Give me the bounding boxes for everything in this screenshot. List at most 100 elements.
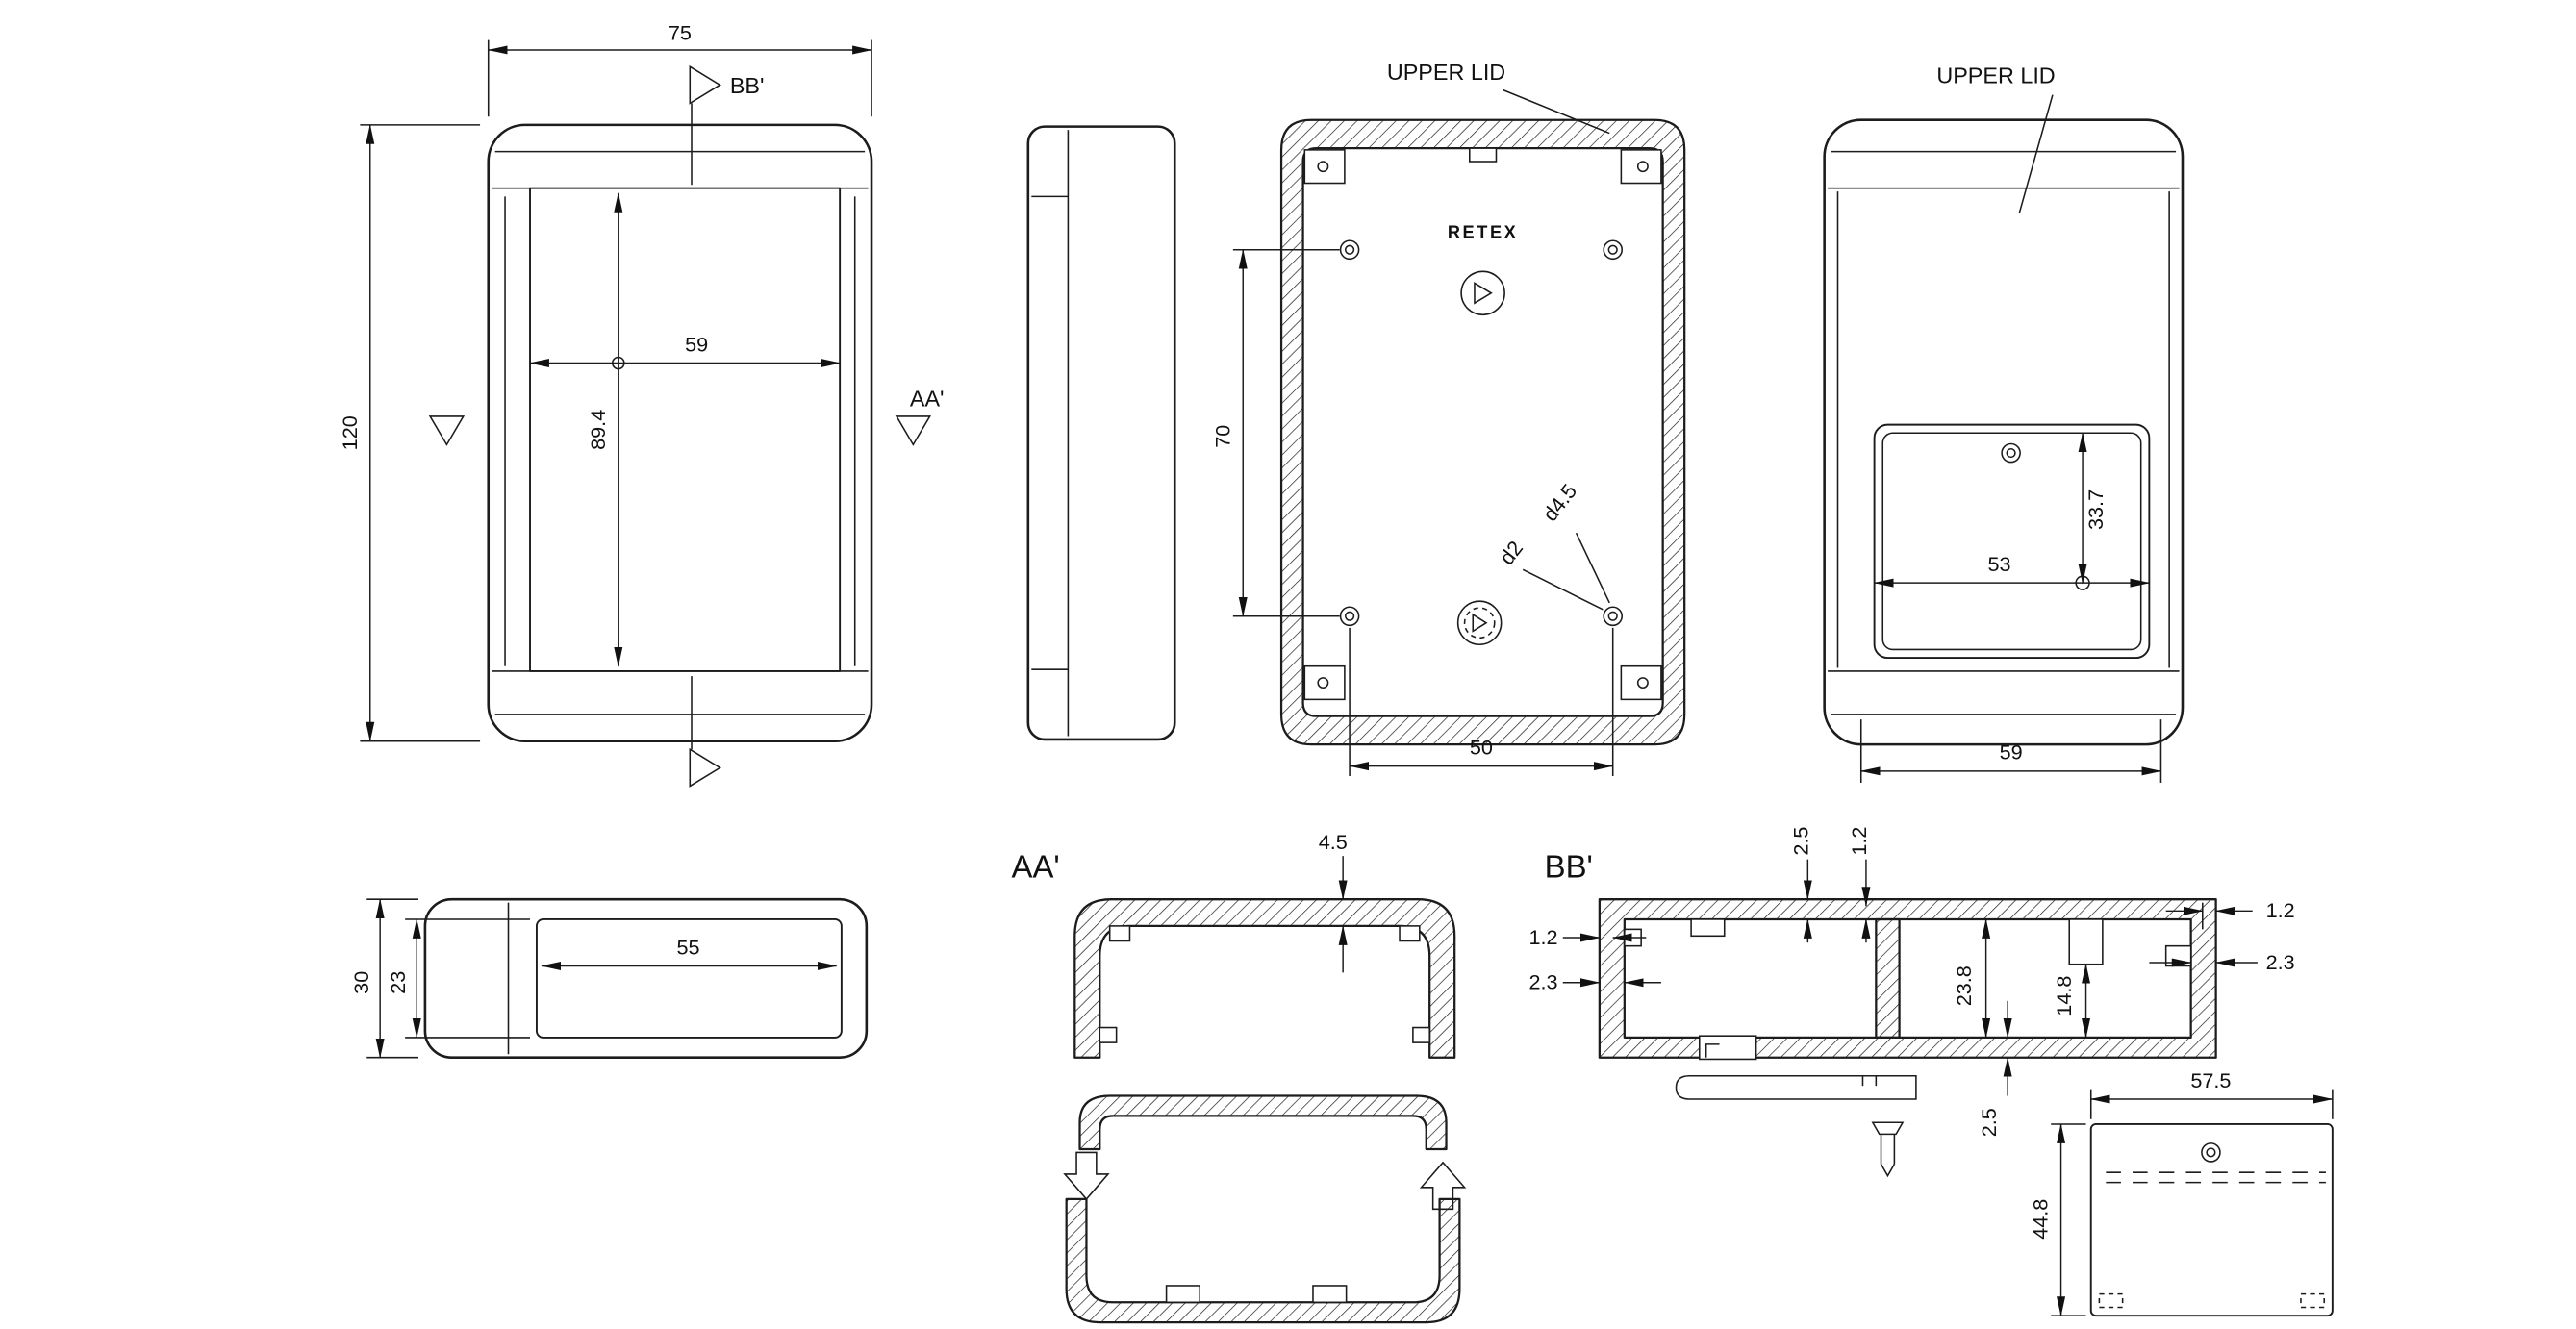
corner-post — [1303, 664, 1346, 701]
dim-front-panel-width-label: 59 — [685, 332, 708, 356]
battery-latch-screw — [2001, 442, 2021, 464]
dim-boss-spacing-vertical: 70 — [1210, 248, 1340, 617]
upper-lid-callout: UPPER LID — [1387, 60, 1505, 85]
battery-lid-outline — [2089, 1123, 2334, 1317]
lower-shell-section — [1065, 1197, 1461, 1324]
dim-30-label: 30 — [349, 971, 373, 994]
dim-top-inner-width: 55 — [541, 935, 838, 970]
section-bb-view: BB' 2.5 1.2 1.2 2.3 — [1528, 827, 2334, 1317]
corner-post — [1303, 149, 1346, 185]
dim-337-label: 33.7 — [2084, 489, 2108, 530]
section-aa-title: AA' — [1012, 849, 1060, 885]
side-view — [1026, 125, 1176, 741]
lid-clip — [2300, 1292, 2325, 1309]
dim-448-label: 44.8 — [2029, 1199, 2053, 1240]
dim-battery-hole-offset: 33.7 — [2078, 432, 2108, 585]
front-panel — [529, 187, 842, 672]
dim-battery-lid-width: 59 — [1859, 719, 2162, 783]
dim-top-depth: 30 — [349, 898, 418, 1059]
dim-12-top-label: 1.2 — [1847, 827, 1871, 856]
dim-575-label: 57.5 — [2190, 1068, 2231, 1092]
dim-23-left-label: 2.3 — [1528, 970, 1557, 994]
section-marker-bb: BB' — [689, 64, 765, 788]
section-aa-triangle-right — [895, 415, 932, 446]
dim-left-wall: 2.3 — [1528, 970, 1661, 994]
lid-screw-hole — [2201, 1142, 2221, 1163]
screw — [1871, 1121, 1905, 1178]
battery-compartment — [1873, 423, 2151, 660]
front-outline — [487, 123, 873, 742]
dim-front-height-label: 120 — [338, 415, 362, 450]
dim-148-label: 14.8 — [2052, 976, 2076, 1016]
dim-55-label: 55 — [677, 935, 700, 959]
section-aa-label: AA' — [910, 387, 945, 412]
dim-front-width: 75 — [487, 21, 872, 117]
lid-clip — [2098, 1292, 2124, 1309]
upper-lid-callout-rear: UPPER LID — [1936, 63, 2055, 88]
dim-23-label: 23 — [386, 971, 410, 994]
section-bb-title: BB' — [1545, 849, 1593, 885]
open-inside-view: UPPER LID RETEX — [1210, 60, 1686, 777]
dim-cavity-height: 23.8 — [1952, 918, 1991, 1039]
upper-lid-leader-rear — [2018, 94, 2054, 213]
dim-70-label: 70 — [1210, 425, 1234, 448]
dim-boss-spacing-horizontal: 50 — [1349, 627, 1614, 777]
dim-25-top-label: 2.5 — [1788, 827, 1812, 856]
section-bb-label: BB' — [730, 73, 765, 98]
dim-left-lip: 1.2 — [1528, 925, 1647, 949]
side-outline — [1026, 125, 1176, 741]
bb-section-frame — [1598, 898, 2217, 1059]
wall-section-band — [1279, 118, 1686, 746]
battery-lid-detail: 57.5 44.8 — [2029, 1068, 2334, 1317]
dim-front-height: 120 — [338, 124, 481, 742]
knockout-bottom — [1456, 600, 1503, 645]
dim-front-panel-width: 59 — [529, 332, 842, 370]
dim-bottom-wall: 2.5 — [1977, 1000, 2012, 1137]
rear-view: UPPER LID 53 33.7 59 — [1823, 63, 2185, 783]
dim-battery-width: 53 — [1873, 552, 2151, 590]
dim-lid-wall: 2.5 — [1788, 827, 1812, 943]
dim-d2-label: d2 — [1495, 537, 1528, 569]
dim-lid-lip: 1.2 — [1847, 827, 1871, 943]
rear-outline — [1823, 118, 2185, 746]
boss-diameter-callouts: d4.5 d2 — [1495, 479, 1610, 611]
section-aa-view: AA' 4.5 — [1012, 830, 1467, 1324]
dim-d45-label: d4.5 — [1538, 479, 1582, 526]
brand-logo: RETEX — [1448, 223, 1519, 242]
dim-battery-lid-width: 57.5 — [2089, 1068, 2334, 1119]
section-bb-triangle-bottom — [689, 747, 721, 788]
dim-battery-lid-height: 44.8 — [2029, 1123, 2086, 1317]
dim-50-label: 50 — [1470, 736, 1493, 760]
internal-partition — [1875, 917, 1901, 1040]
top-view: 30 23 55 — [349, 897, 869, 1060]
dim-right-wall: 2.3 — [2149, 950, 2295, 974]
top-inner-panel — [535, 918, 843, 1039]
dim-53-label: 53 — [1987, 552, 2010, 576]
upper-shell-section — [1073, 898, 1456, 1059]
dim-23-right-label: 2.3 — [2266, 950, 2295, 974]
dim-ledge-height: 14.8 — [2052, 963, 2103, 1039]
dim-front-panel-height-label: 89.4 — [586, 410, 610, 450]
section-marker-aa: AA' — [428, 387, 945, 446]
dim-top-inner-depth: 23 — [386, 918, 531, 1039]
assembly-arrow-down-icon — [1063, 1151, 1110, 1201]
dim-12-right-label: 1.2 — [2266, 898, 2295, 922]
dim-right-lip: 1.2 — [2165, 898, 2295, 922]
dim-12-left-label: 1.2 — [1528, 925, 1557, 949]
battery-latch-part — [1675, 1074, 1917, 1100]
section-bb-triangle-top — [689, 64, 721, 105]
corner-post — [1620, 149, 1662, 185]
dim-wall-thickness: 4.5 — [1319, 830, 1348, 973]
corner-post — [1620, 664, 1662, 701]
screw-boss — [1339, 239, 1624, 627]
top-outline — [423, 897, 869, 1060]
dim-front-width-label: 75 — [669, 21, 692, 45]
dim-45-label: 4.5 — [1319, 830, 1348, 854]
lid-rim-section — [1078, 1094, 1448, 1151]
dim-59-label: 59 — [2000, 740, 2023, 765]
dim-front-panel-height: 89.4 — [586, 192, 623, 667]
front-view: 75 BB' 120 59 89.4 AA' — [338, 21, 945, 788]
section-aa-triangle-left — [428, 415, 466, 446]
